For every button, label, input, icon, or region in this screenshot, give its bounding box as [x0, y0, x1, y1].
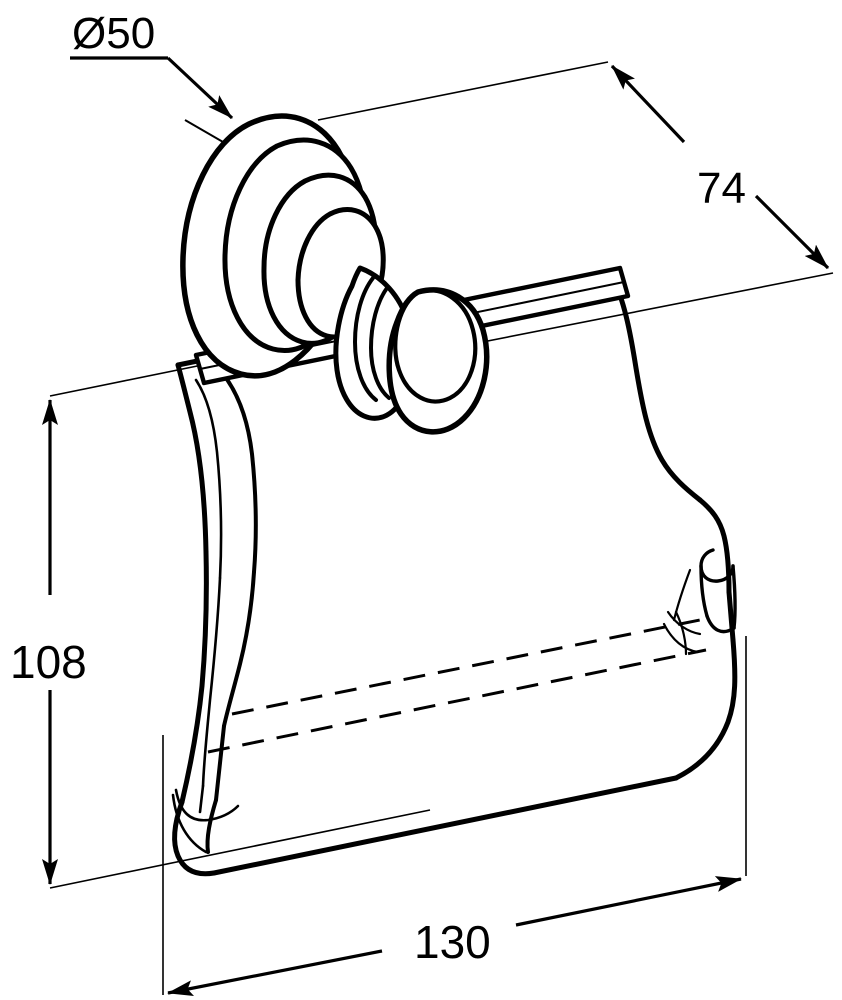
cover-tab-left-edge: [699, 564, 709, 618]
cover-right-shoulder: [609, 273, 703, 503]
support-arm-rings: [352, 276, 391, 402]
dim-74-arrow-upper-left: [610, 64, 686, 144]
cover-left-outer-upper: [175, 362, 209, 555]
ext-line-108-top: [49, 362, 213, 397]
dimension-width-130: 130: [167, 876, 742, 997]
cover-left-inner-mid: [222, 570, 256, 728]
support-arm-ring-1: [352, 276, 378, 402]
hidden-line-upper: [231, 618, 701, 716]
cover-right-lower-curve: [673, 637, 738, 781]
cover-tab-right-edge: [731, 564, 737, 630]
dim-50-leader-arrow: [166, 56, 234, 120]
cover-left-inner-tip: [205, 798, 218, 854]
dim-label-height-108: 108: [10, 636, 87, 688]
dim-74-arrow-lower-right: [754, 194, 830, 270]
crease-line-d: [674, 610, 688, 656]
dimension-height-108: 108: [10, 399, 87, 885]
crease-line-c: [662, 622, 700, 654]
cover-left-inner-lower: [214, 724, 226, 802]
crease-line-a: [672, 568, 692, 622]
cover-right-upper-edge: [697, 497, 732, 595]
cover-tab-bottom: [705, 614, 736, 634]
cover-left-detail-line-b: [201, 576, 222, 788]
cover-bottom-left-corner: [172, 799, 217, 877]
cover-left-detail-line-c: [198, 784, 205, 814]
cover-right-edge-seg: [726, 589, 736, 643]
cover-left-detail-line-a: [194, 378, 223, 580]
cover-tab-top-ellipse: [699, 548, 735, 583]
hidden-edges: [207, 618, 707, 754]
hidden-line-lower: [207, 648, 707, 754]
dimension-diameter-50: Ø50: [70, 9, 234, 120]
ext-line-108-bottom: [49, 809, 431, 889]
dim-label-diameter-50: Ø50: [72, 9, 155, 58]
ext-line-74-bottom: [451, 272, 834, 349]
dimension-depth-74: 74: [610, 64, 830, 270]
cover-left-panel-detail: [171, 378, 240, 854]
support-arm-ring-2: [368, 286, 391, 400]
cover-right-crease-detail: [662, 568, 702, 656]
cover-bottom-edge: [211, 775, 679, 876]
end-knob-front-face: [393, 288, 478, 404]
dim-130-arrow-right: [515, 876, 742, 927]
cover-left-inner-upper: [216, 366, 258, 574]
dim-label-depth-74: 74: [697, 164, 746, 213]
cover-left-bottom-arc: [174, 788, 240, 822]
dim-130-arrow-left: [167, 949, 383, 997]
cover-left-inner-panel: [205, 366, 258, 854]
end-knob-face-ellipse: [393, 288, 478, 404]
dim-label-width-130: 130: [414, 916, 491, 968]
cover-tab: [699, 548, 737, 634]
extension-lines: [49, 61, 834, 995]
cover-left-bottom-arc-2: [171, 793, 208, 854]
ext-line-74-top: [317, 61, 609, 121]
cover-left-outer-edge: [179, 549, 209, 805]
